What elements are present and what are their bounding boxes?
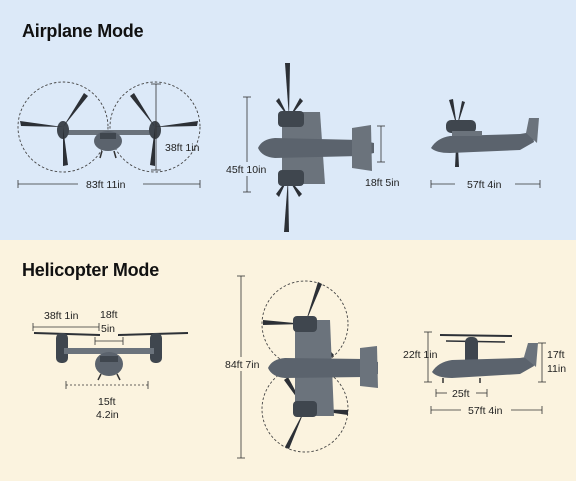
helicopter-front-view: 38ft 1in 18ft 5in 15ft 4.2in (32, 309, 189, 421)
helicopter-side-length-label: 57ft 4in (468, 405, 503, 417)
top-view-fuselage (258, 138, 374, 158)
front-view-cockpit (100, 133, 116, 139)
airplane-top-view: 45ft 10in 18ft 5in (224, 63, 400, 232)
helicopter-tail-height-label-line2: 11in (547, 363, 566, 375)
helicopter-top-fuselage (268, 358, 378, 378)
left-nacelle-vertical (56, 333, 68, 363)
helicopter-front-fuselage (95, 352, 123, 376)
airplane-tail-label: 18ft 5in (365, 177, 400, 189)
helicopter-side-fuselage (432, 356, 534, 378)
helicopter-length-label-backdrop (223, 357, 263, 371)
top-view-upper-nacelle (278, 111, 304, 127)
helicopter-span-label-line1: 18ft (100, 309, 118, 321)
left-rotor-blade-3 (63, 127, 68, 166)
right-rotor-disc (109, 81, 201, 173)
left-rotor-blades (33, 332, 101, 336)
helicopter-side-view: 22ft 1in 17ft 11in 25ft 57ft 4in (403, 331, 566, 417)
helicopter-top-upper-nacelle (293, 316, 317, 332)
front-view-gear-left (99, 150, 103, 159)
helicopter-mode-panel: 38ft 1in 18ft 5in 15ft 4.2in (0, 240, 576, 481)
helicopter-front-wing (64, 348, 154, 354)
helicopter-front-cockpit (100, 356, 118, 362)
right-rotor-blade-2 (130, 93, 155, 127)
helicopter-mode-title: Helicopter Mode (22, 260, 160, 280)
airplane-front-view: 38ft 1in 83ft 11in (17, 81, 201, 191)
side-view-fuselage (431, 132, 534, 153)
side-view-wing (452, 131, 482, 136)
airplane-mode-panel: 38ft 1in 83ft 11in (0, 0, 576, 240)
helicopter-side-gear-label: 25ft (452, 388, 470, 400)
helicopter-length-label: 84ft 7in (225, 359, 260, 371)
front-view-gear-right (113, 150, 117, 159)
helicopter-side-nacelle (465, 337, 478, 365)
helicopter-height-label: 22ft 1in (403, 349, 438, 361)
helicopter-lower-blade-2 (285, 409, 305, 449)
helicopter-front-gear-left (97, 373, 102, 381)
right-rotor-blade-1 (155, 121, 198, 127)
right-rotor-blade-3 (150, 127, 155, 166)
helicopter-tail-height-label-line1: 17ft (547, 349, 565, 361)
helicopter-span-label-line2: 5in (101, 323, 115, 335)
airplane-length-label: 45ft 10in (226, 164, 266, 176)
airplane-mode-drawing: 38ft 1in 83ft 11in (0, 0, 576, 240)
helicopter-gear-label-line1: 15ft (98, 396, 116, 408)
left-rotor-disc (17, 81, 109, 173)
airplane-rotor-diameter-label: 38ft 1in (165, 142, 200, 154)
airplane-side-length-label: 57ft 4in (467, 179, 502, 191)
length-label-backdrop (224, 162, 270, 176)
helicopter-top-tail (360, 346, 378, 388)
top-view-lower-nacelle (278, 170, 304, 186)
airplane-mode-title: Airplane Mode (22, 21, 144, 41)
helicopter-top-view: 84ft 7in (223, 275, 378, 459)
helicopter-side-rotor-front (439, 334, 513, 337)
top-view-tail (352, 125, 372, 171)
helicopter-rotor-label: 38ft 1in (44, 310, 79, 322)
helicopter-upper-rotor-disc (261, 280, 349, 368)
right-nacelle-vertical (150, 333, 162, 363)
left-rotor-blade-1 (20, 121, 63, 127)
helicopter-mode-drawing: 38ft 1in 18ft 5in 15ft 4.2in (0, 240, 576, 481)
side-view-tail-fin (526, 118, 539, 143)
helicopter-lower-rotor-disc (261, 365, 349, 453)
left-rotor-blade-2 (63, 93, 88, 127)
top-view-upper-blade-1 (285, 63, 290, 118)
helicopter-upper-blade-1 (305, 282, 322, 324)
helicopter-front-gear-right (116, 373, 121, 381)
airplane-side-view: 57ft 4in (430, 99, 541, 191)
helicopter-gear-label-line2: 4.2in (96, 409, 119, 421)
helicopter-side-tail-fin (524, 343, 538, 367)
helicopter-top-lower-nacelle (293, 401, 317, 417)
top-view-lower-blade-1 (284, 178, 289, 232)
airplane-width-label: 83ft 11in (86, 179, 126, 191)
side-view-nacelle (446, 120, 476, 133)
